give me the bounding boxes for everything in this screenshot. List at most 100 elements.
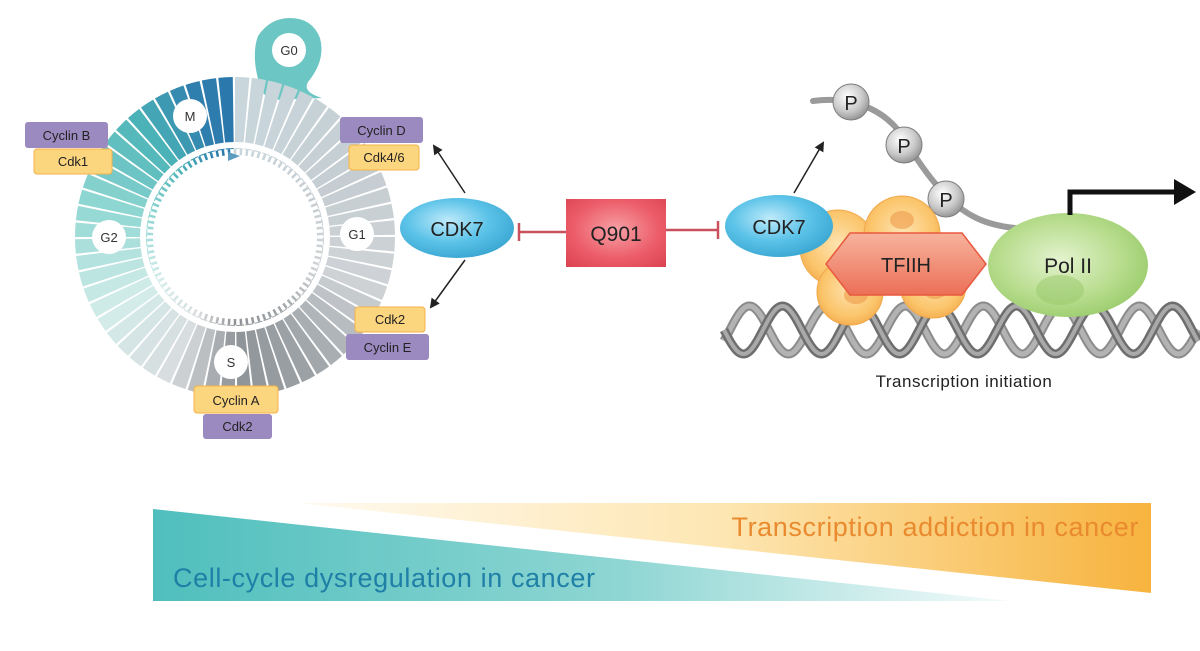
svg-text:Cdk2: Cdk2: [375, 312, 405, 327]
dna-strand-front-highlight: [722, 303, 1200, 357]
wheel-tick: [147, 226, 154, 230]
wheel-separator: [140, 142, 330, 332]
wheel-tick: [172, 172, 179, 179]
wheel-tick: [221, 318, 225, 325]
wheel-segment: [171, 317, 208, 390]
wheel-inner-ticks: [147, 149, 323, 325]
svg-text:Cyclin E: Cyclin E: [364, 340, 412, 355]
svg-text:G2: G2: [100, 230, 117, 245]
wheel-tick: [314, 214, 321, 219]
wheel-segment: [235, 77, 250, 150]
wheel-tick: [198, 156, 203, 163]
wheel-segment: [106, 289, 170, 345]
transcription-addiction-band: [298, 503, 1151, 593]
wheel-tick: [187, 305, 193, 313]
cdk7-to-phospho-arrow: [793, 141, 825, 194]
wheel-segment: [300, 129, 364, 185]
wheel-segment: [315, 264, 388, 301]
cdk7-to-cyclin-d-arrow: [432, 144, 466, 194]
wheel-segment: [254, 320, 285, 394]
wheel-segment: [321, 203, 394, 227]
wheel-tick: [267, 156, 272, 163]
wheel-tick: [250, 316, 255, 324]
wheel-tick: [305, 191, 312, 198]
wheel-segment: [83, 265, 155, 303]
wheel-tick: [149, 255, 156, 260]
wheel-tick: [291, 295, 298, 302]
svg-text:Cyclin A: Cyclin A: [213, 393, 260, 408]
svg-text:P: P: [897, 136, 910, 158]
wheel-tick: [256, 152, 261, 159]
cyclin-d-label: Cyclin D: [340, 117, 423, 143]
wheel-tick: [286, 168, 293, 175]
wheel-tick: [168, 177, 175, 184]
wheel-segment: [156, 313, 200, 384]
wheel-segment: [294, 295, 354, 355]
dna-helix: [720, 301, 1200, 359]
wheel-tick: [272, 308, 278, 316]
wheel-center: [155, 157, 315, 317]
wheel-tick: [203, 153, 209, 161]
wheel-tick: [148, 250, 155, 254]
wheel-tick: [282, 165, 288, 172]
wheel-tick: [277, 161, 283, 169]
svg-text:Pol II: Pol II: [1044, 255, 1092, 278]
wheel-tick: [250, 150, 255, 158]
wheel-tick: [314, 255, 321, 260]
cell-cycle-dysregulation-text: Cell-cycle dysregulation in cancer: [173, 563, 596, 593]
phospho-2: P: [885, 126, 923, 164]
svg-text:Cdk2: Cdk2: [222, 419, 252, 434]
wheel-segment: [319, 255, 392, 285]
cdk1-label: Cdk1: [33, 148, 113, 175]
wheel-segment: [105, 131, 169, 186]
wheel-segment: [142, 308, 191, 376]
wheel-tick: [308, 197, 315, 203]
wheel-tick: [261, 153, 267, 161]
wheel-tick: [155, 197, 162, 203]
wheel-segment: [286, 107, 341, 171]
tfiih: TFIIH: [825, 232, 987, 296]
wheel-tick: [155, 271, 162, 277]
cyclin-b-label: Cyclin B: [25, 122, 108, 148]
wheel-segment: [280, 308, 330, 375]
svg-text:P: P: [939, 190, 952, 212]
wheel-tick: [164, 181, 172, 188]
wheel-tick: [310, 266, 318, 272]
wheel-segment: [78, 189, 151, 219]
wheel-segment: [96, 144, 164, 193]
wheel-tick: [316, 226, 323, 230]
svg-text:CDK7: CDK7: [752, 217, 805, 239]
wheel-segment: [78, 256, 152, 287]
wheel-tick: [161, 281, 168, 288]
svg-text:Q901: Q901: [590, 223, 641, 246]
wheel-tick: [148, 220, 155, 224]
wheel-segment: [287, 302, 343, 366]
wheel-tick: [295, 290, 302, 297]
wheel-tick: [277, 305, 283, 313]
svg-text:G0: G0: [280, 43, 297, 58]
phase-g1: G1: [340, 217, 374, 251]
wheel-segment: [89, 273, 159, 317]
q901-inhibitor: Q901: [566, 199, 666, 267]
phospho-3: P: [927, 180, 965, 218]
svg-text:S: S: [227, 355, 236, 370]
svg-text:Cdk1: Cdk1: [58, 154, 88, 169]
svg-text:TFIIH: TFIIH: [881, 255, 931, 277]
wheel-tick: [150, 208, 158, 213]
cycle-direction-arrow: [228, 152, 240, 161]
wheel-tick: [286, 299, 293, 306]
wheel-segment: [293, 118, 353, 178]
wheel-tick: [305, 276, 312, 283]
wheel-tick: [312, 261, 320, 266]
wheel-tick: [168, 290, 175, 297]
wheel-tick: [149, 214, 156, 219]
wheel-segment: [301, 288, 365, 343]
wheel-tick: [245, 149, 249, 156]
phase-g0: G0: [272, 33, 306, 67]
wheel-tick: [295, 177, 302, 184]
wheel-tick: [312, 208, 320, 213]
wheel-tick: [150, 261, 158, 266]
wheel-tick: [187, 161, 193, 169]
